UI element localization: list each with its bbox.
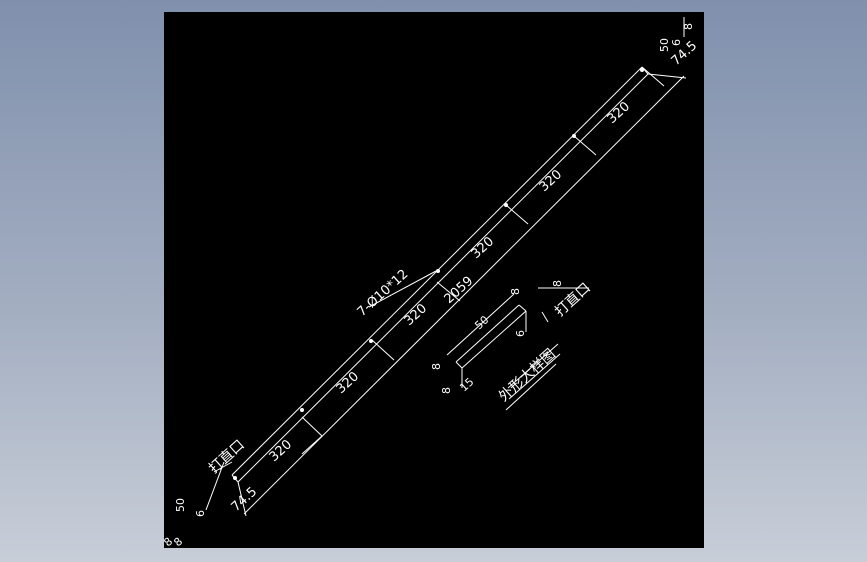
- detail-title: 外形大样图: [496, 346, 559, 405]
- hole-mark: [233, 476, 237, 480]
- right-6: 6: [670, 39, 683, 46]
- hole-mark: [572, 134, 576, 138]
- dimension-texts: 320 320 320 320 320 320 7-Ø10*12 2059 74…: [164, 23, 700, 548]
- left-8: 8: [164, 535, 175, 548]
- detail-6: 6: [514, 330, 527, 337]
- detail-8: 8: [551, 280, 564, 287]
- dim-seg6: 320: [605, 99, 633, 127]
- detail-8: 8: [440, 387, 453, 394]
- dimension-line: [237, 66, 687, 517]
- left-50: 50: [174, 498, 187, 512]
- left-6: 6: [194, 510, 207, 517]
- right-8: 8: [682, 23, 695, 30]
- hole-mark: [436, 269, 440, 273]
- hole-mark: [504, 203, 508, 207]
- dim-seg3: 320: [402, 301, 430, 329]
- hole-mark: [369, 339, 373, 343]
- right-50: 50: [658, 38, 671, 52]
- weld-note-left: 打直口: [205, 436, 248, 477]
- dim-seg5: 320: [537, 167, 565, 195]
- leader-lines: [205, 17, 685, 511]
- dim-seg4: 320: [469, 234, 497, 262]
- hole-spec: 7-Ø10*12: [355, 267, 412, 320]
- dim-seg2: 320: [334, 369, 362, 397]
- hole-mark: [300, 408, 304, 412]
- detail-15: 15: [457, 375, 476, 394]
- total-length: 2059: [442, 274, 477, 307]
- cad-drawing: 320 320 320 320 320 320 7-Ø10*12 2059 74…: [164, 17, 700, 548]
- hole-mark: [640, 68, 644, 72]
- detail-profile: [446, 287, 589, 400]
- hole-marks: [233, 68, 644, 480]
- drawing-canvas[interactable]: 320 320 320 320 320 320 7-Ø10*12 2059 74…: [164, 12, 704, 548]
- title-underline: [505, 363, 557, 411]
- detail-8: 8: [430, 363, 443, 370]
- dim-seg1: 320: [267, 437, 295, 465]
- main-bar: [231, 66, 649, 483]
- detail-8: 8: [509, 288, 522, 295]
